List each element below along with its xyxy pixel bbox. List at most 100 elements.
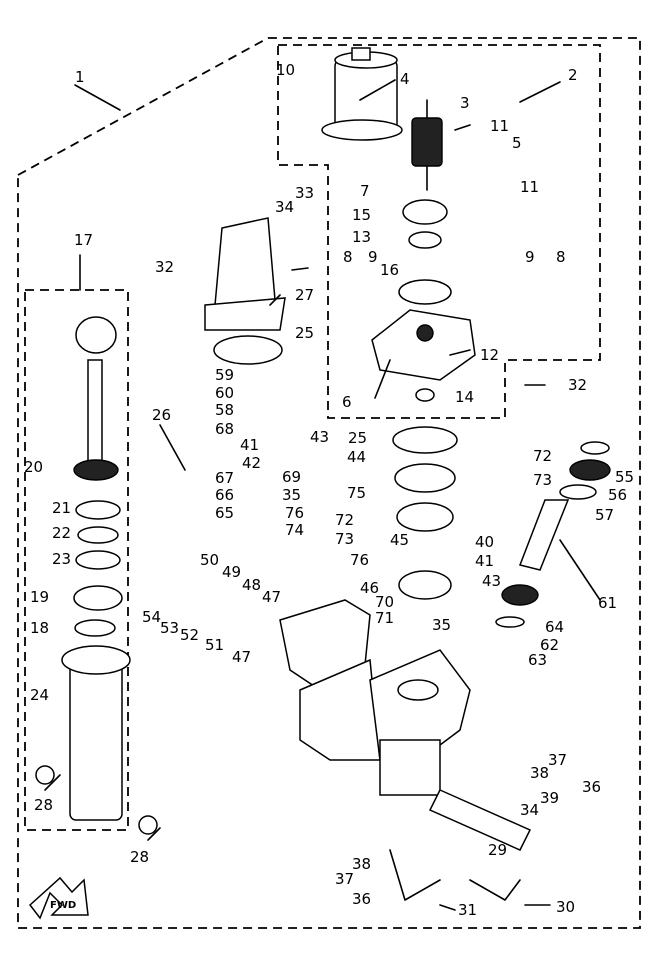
callout-58: 58 (215, 401, 234, 419)
callout-1: 1 (75, 68, 85, 86)
callout-37a: 37 (548, 751, 567, 769)
callout-43b: 43 (482, 572, 501, 590)
callout-32b: 32 (568, 376, 587, 394)
callout-31: 31 (458, 901, 477, 919)
callout-38a: 38 (530, 764, 549, 782)
pipe-31-part (389, 849, 441, 901)
callout-48: 48 (242, 576, 261, 594)
callout-71: 71 (375, 609, 394, 627)
callout-28b: 28 (130, 848, 149, 866)
assembly-17-boundary (24, 289, 129, 831)
assembly-1-boundary (17, 37, 641, 929)
callout-11b: 11 (520, 178, 539, 196)
callout-42: 42 (242, 454, 261, 472)
ring-75-part (396, 502, 454, 532)
callout-18: 18 (30, 619, 49, 637)
seal-13-part (408, 231, 442, 249)
seal-22-part (77, 526, 119, 544)
callout-13: 13 (352, 228, 371, 246)
armature-part (411, 99, 443, 191)
callout-labels: 1 2 3 4 5 6 7 8 8 9 9 10 11 11 12 13 14 … (24, 61, 634, 919)
callout-76b: 76 (350, 551, 369, 569)
callout-3: 3 (460, 94, 470, 112)
callout-25b: 25 (348, 429, 367, 447)
fwd-badge-text: FWD (50, 900, 76, 911)
callout-15: 15 (352, 206, 371, 224)
bushing-28-left (35, 765, 55, 785)
callout-69: 69 (282, 468, 301, 486)
callout-36a: 36 (582, 778, 601, 796)
callout-17: 17 (74, 231, 93, 249)
callout-33: 33 (295, 184, 314, 202)
seal-55-part (580, 441, 610, 455)
seal-44-part (394, 463, 456, 493)
callout-44: 44 (347, 448, 366, 466)
callout-27: 27 (295, 286, 314, 304)
callout-49: 49 (222, 563, 241, 581)
seal-19-part (73, 585, 123, 611)
part-62 (495, 616, 525, 628)
callout-19: 19 (30, 588, 49, 606)
callout-14: 14 (455, 388, 474, 406)
callout-70: 70 (375, 593, 394, 611)
callout-73b: 73 (335, 530, 354, 548)
callout-9b: 9 (525, 248, 535, 266)
valve-46-part (398, 570, 452, 600)
callout-25a: 25 (295, 324, 314, 342)
callout-23: 23 (52, 550, 71, 568)
callout-9a: 9 (368, 248, 378, 266)
callout-51: 51 (205, 636, 224, 654)
gasket-25-lower (392, 426, 458, 454)
callout-41a: 41 (240, 436, 259, 454)
part-14 (415, 388, 435, 402)
callout-72a: 72 (533, 447, 552, 465)
bushing-28-right (138, 815, 158, 835)
reservoir-part (204, 217, 286, 331)
callout-37b: 37 (335, 870, 354, 888)
callout-40: 40 (475, 533, 494, 551)
callout-41b: 41 (475, 552, 494, 570)
callout-65: 65 (215, 504, 234, 522)
callout-2: 2 (568, 66, 578, 84)
callout-32a: 32 (155, 258, 174, 276)
callout-45: 45 (390, 531, 409, 549)
callout-34b: 34 (520, 801, 539, 819)
callout-43a: 43 (310, 428, 329, 446)
callout-64: 64 (545, 618, 564, 636)
callout-68: 68 (215, 420, 234, 438)
callout-59: 59 (215, 366, 234, 384)
callout-57: 57 (595, 506, 614, 524)
callout-56: 56 (608, 486, 627, 504)
pipe-30-part (469, 879, 521, 901)
seal-56-part (569, 459, 611, 481)
callout-50: 50 (200, 551, 219, 569)
callout-26: 26 (152, 406, 171, 424)
manifold-part (279, 599, 471, 796)
callout-73a: 73 (533, 471, 552, 489)
callout-16: 16 (380, 261, 399, 279)
callout-39: 39 (540, 789, 559, 807)
callout-24: 24 (30, 686, 49, 704)
callout-11a: 11 (490, 117, 509, 135)
callout-20: 20 (24, 458, 43, 476)
part-64 (501, 584, 539, 606)
callout-36b: 36 (352, 890, 371, 908)
callout-30: 30 (556, 898, 575, 916)
seal-18-part (74, 619, 116, 637)
seal-23-part (75, 550, 121, 570)
callout-21: 21 (52, 499, 71, 517)
callout-63: 63 (528, 651, 547, 669)
assembly-2-boundary (277, 44, 601, 419)
callout-67: 67 (215, 469, 234, 487)
callout-5: 5 (512, 134, 522, 152)
callout-7: 7 (360, 182, 370, 200)
leader-lines (44, 79, 601, 911)
callout-6: 6 (342, 393, 352, 411)
callout-35a: 35 (282, 486, 301, 504)
seal-57-part (559, 484, 597, 500)
callout-46: 46 (360, 579, 379, 597)
callout-52: 52 (180, 626, 199, 644)
callout-22: 22 (52, 524, 71, 542)
callout-12: 12 (480, 346, 499, 364)
